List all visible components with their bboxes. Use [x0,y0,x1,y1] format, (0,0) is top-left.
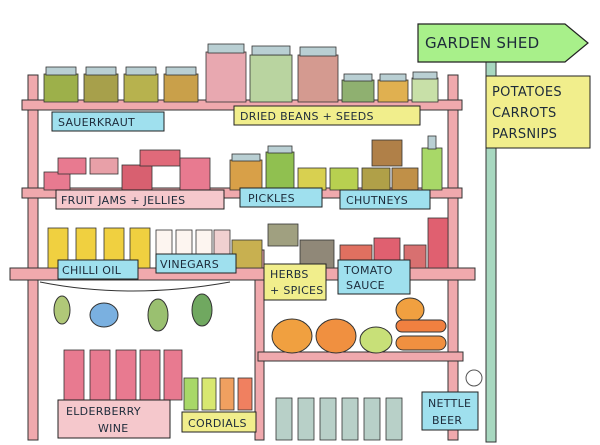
svg-text:+ SPICES: + SPICES [270,284,324,297]
bottles-bottom [63,349,403,441]
svg-text:BEER: BEER [432,414,462,427]
garden-shed-sign: GARDEN SHED [417,23,589,63]
chilli-oil-label: CHILLI OIL [57,259,139,280]
dried-beans-label: DRIED BEANS + SEEDS [233,105,421,126]
elderberry-wine-label: ELDERBERRY WINE [57,399,171,439]
veg-sign-line: POTATOES [492,85,562,100]
jars-second [43,135,443,191]
veg-sign-line: PARSNIPS [492,127,557,142]
veg-sign-line: CARROTS [492,106,557,121]
jars-top [43,43,439,103]
svg-text:SAUERKRAUT: SAUERKRAUT [58,116,135,129]
signature [465,369,483,387]
tomato-sauce-label: TOMATO SAUCE [337,259,411,295]
svg-text:DRIED BEANS + SEEDS: DRIED BEANS + SEEDS [240,110,374,123]
svg-text:VINEGARS: VINEGARS [160,258,219,271]
svg-text:PICKLES: PICKLES [248,192,295,205]
fruit-jams-label: FRUIT JAMS + JELLIES [55,189,225,210]
vegetables [271,297,447,354]
vinegars-label: VINEGARS [155,253,237,274]
svg-text:CHILLI OIL: CHILLI OIL [62,264,122,277]
sauerkraut-label: SAUERKRAUT [51,111,165,132]
bottles-third [47,217,449,269]
svg-text:ELDERBERRY: ELDERBERRY [66,405,141,418]
svg-text:CHUTNEYS: CHUTNEYS [346,194,408,207]
svg-text:HERBS: HERBS [270,268,309,281]
svg-text:FRUIT JAMS + JELLIES: FRUIT JAMS + JELLIES [61,194,185,207]
pickles-label: PICKLES [239,187,323,208]
svg-text:NETTLE: NETTLE [428,397,471,410]
svg-text:SAUCE: SAUCE [346,279,385,292]
hanging-herbs [39,281,231,332]
garden-shed-text: GARDEN SHED [425,34,539,52]
vegetable-sign: POTATOES CARROTS PARSNIPS [485,75,591,149]
nettle-beer-label: NETTLE BEER [421,391,479,431]
svg-text:CORDIALS: CORDIALS [188,417,247,430]
herbs-spices-label: HERBS + SPICES [263,263,327,301]
cordials-label: CORDIALS [181,411,257,433]
svg-text:WINE: WINE [98,422,129,435]
chutneys-label: CHUTNEYS [339,189,431,210]
svg-text:TOMATO: TOMATO [343,264,393,277]
